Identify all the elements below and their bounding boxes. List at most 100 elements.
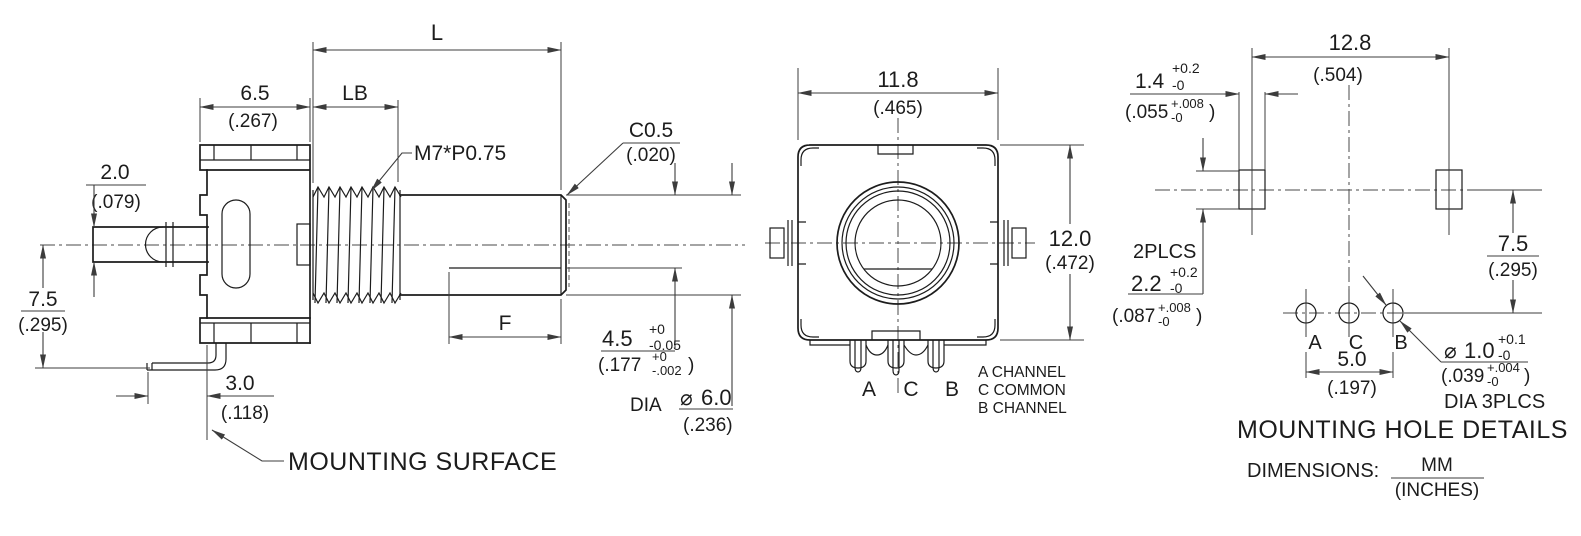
dim-3.0-inch: (.118) [221, 403, 269, 424]
dim-slot-height: 2PLCS 2.2 +0.2 -0 (.087 +.008 -0 ) [1112, 138, 1239, 329]
hole-label-b: B [1394, 332, 1407, 354]
dim-flat-depth: 4.5 +0 -0.05 (.177 +0 -.002 ) [566, 163, 741, 378]
dim-2.2-tol-sup: +0.2 [1170, 264, 1198, 280]
mounting-slots [1238, 48, 1463, 235]
dim-hole-1.0-tol-sup: +0.1 [1498, 331, 1526, 347]
dim-2.2-inch-sub: -0 [1158, 314, 1170, 329]
dim-shaft-diameter: DIA ⌀ 6.0 (.236) [630, 163, 735, 436]
hole-diameter-symbol: ⌀ [1444, 340, 1457, 363]
side-shaft-outline [399, 194, 570, 296]
dim-4.5-tol-sub: -0.05 [649, 337, 681, 353]
dim-1.4-inch-sup: +.008 [1171, 96, 1204, 111]
dim-L-label: L [431, 20, 443, 45]
dim-6.5-inch: (.267) [228, 111, 278, 132]
dim-dia6-mm: 6.0 [701, 385, 732, 410]
chamfer-mm: C0.5 [629, 119, 673, 142]
dim-center-height: 7.5 (.295) [18, 244, 150, 369]
hole-label-a: A [1308, 332, 1322, 354]
dim-hole-diameter: ⌀ 1.0 +0.1 -0 (.039 +.004 -0 ) DIA 3PLCS [1362, 275, 1545, 413]
dim-1.4-inch-sub: -0 [1171, 110, 1183, 125]
dim-hole-offset: 7.5 (.295) [1404, 189, 1542, 314]
dim-4.5-inch-sub: -.002 [652, 363, 682, 378]
dim-foot-offset: 3.0 (.118) [116, 345, 274, 440]
dim-F-label: F [499, 312, 512, 335]
pin-label-c: C [903, 378, 918, 401]
dim-LB-label: LB [342, 82, 368, 105]
dim-2.0-inch: (.079) [91, 192, 141, 213]
units-numerator: MM [1421, 455, 1453, 476]
dim-hole-pitch: 5.0 (.197) [1305, 348, 1394, 399]
legend-c-common: C COMMON [978, 382, 1066, 399]
legend-b-channel: B CHANNEL [978, 400, 1067, 417]
side-body-slot [221, 199, 251, 289]
dim-hole-1.0-inch-sub: -0 [1487, 374, 1499, 389]
dim-hole-1.0-tol-sub: -0 [1498, 347, 1511, 363]
dim-body-depth: 6.5 (.267) [199, 82, 311, 142]
dim-2.2-tol-sub: -0 [1170, 280, 1183, 296]
dim-4.5-inch-sup: +0 [652, 349, 667, 364]
dim-hole-1.0-inch-open: (.039 [1441, 366, 1484, 387]
dim-1.4-tol-sub: -0 [1172, 77, 1185, 93]
dim-2.2-mm: 2.2 [1131, 271, 1162, 296]
pin-legend: A CHANNEL C COMMON B CHANNEL [978, 364, 1067, 417]
dim-1.4-inch-open: (.055 [1125, 102, 1168, 123]
front-side-tabs [769, 220, 1027, 266]
dim-2.2-inch-sup: +.008 [1158, 300, 1191, 315]
dim-flat-length: F [448, 272, 562, 344]
units-denominator: (INCHES) [1395, 480, 1479, 501]
diameter-symbol: ⌀ [680, 387, 693, 410]
dim-12.0-mm: 12.0 [1049, 226, 1092, 251]
dim-2.2-inch-close: ) [1196, 306, 1202, 327]
mounting-surface-callout: MOUNTING SURFACE [211, 429, 557, 476]
dim-dia6-inch: (.236) [683, 415, 733, 436]
dimensions-footer: DIMENSIONS: MM (INCHES) [1247, 455, 1484, 501]
mounting-view-title: MOUNTING HOLE DETAILS [1237, 416, 1568, 444]
side-body-outline [199, 144, 311, 344]
hole-note-dia-3plcs: DIA 3PLCS [1444, 391, 1545, 413]
dim-12.0-inch: (.472) [1045, 253, 1095, 274]
front-bushing-circles [836, 181, 960, 305]
dim-4.5-inch-open: (.177 [598, 355, 641, 376]
legend-a-channel: A CHANNEL [978, 364, 1066, 381]
dim-hole-1.0-inch-close: ) [1524, 366, 1530, 387]
dim-slot-width: 1.4 +0.2 -0 (.055 +.008 -0 ) [1125, 60, 1298, 170]
dim-hole-1.0-mm: 1.0 [1464, 338, 1495, 363]
dim-6.5-mm: 6.5 [240, 82, 269, 105]
dim-hole-1.0-inch-sup: +.004 [1487, 360, 1520, 375]
dim-bushing-length: LB [312, 82, 399, 182]
dim-11.8-inch: (.465) [873, 98, 923, 119]
chamfer-inch: (.020) [626, 145, 676, 166]
dim-5.0-mm: 5.0 [1337, 348, 1366, 371]
dim-1.4-mm: 1.4 [1135, 70, 1165, 93]
dim-hole-7.5-mm: 7.5 [1498, 231, 1529, 256]
dim-5.0-inch: (.197) [1327, 378, 1377, 399]
mounting-hole-view: 12.8 (.504) 1.4 +0.2 -0 (.055 +.008 -0 )… [1112, 30, 1568, 501]
dim-dia6-prefix: DIA [630, 395, 662, 416]
pin-label-a: A [862, 378, 876, 401]
dim-4.5-mm: 4.5 [602, 326, 633, 351]
slot-note-2plcs: 2PLCS [1133, 241, 1196, 263]
dim-1.4-inch-close: ) [1209, 102, 1215, 123]
dim-11.8-mm: 11.8 [877, 67, 918, 92]
dim-shaft-length: L [312, 20, 562, 190]
dim-2.0-mm: 2.0 [100, 161, 129, 184]
thread-spec-callout: M7*P0.75 [370, 142, 506, 192]
side-thread-outline [312, 185, 402, 305]
dimensions-label: DIMENSIONS: [1247, 460, 1379, 482]
dim-front-width: 11.8 (.465) [797, 67, 999, 140]
mounting-surface-label: MOUNTING SURFACE [288, 448, 557, 476]
dim-4.5-tol-sup: +0 [649, 321, 665, 337]
front-view: A C B A CHANNEL C COMMON B CHANNEL 11.8 … [765, 67, 1100, 417]
side-foot-bracket [146, 343, 227, 371]
dim-7.5-mm: 7.5 [28, 288, 57, 311]
dim-4.5-inch-close: ) [688, 355, 694, 376]
dim-7.5-inch: (.295) [18, 315, 68, 336]
side-bushing-stub [296, 223, 311, 266]
dim-hole-7.5-inch: (.295) [1488, 260, 1538, 281]
chamfer-callout: C0.5 (.020) [566, 119, 680, 196]
hole-label-c: C [1349, 332, 1363, 354]
side-pin-outline [92, 222, 209, 267]
dim-1.4-tol-sup: +0.2 [1172, 60, 1200, 76]
